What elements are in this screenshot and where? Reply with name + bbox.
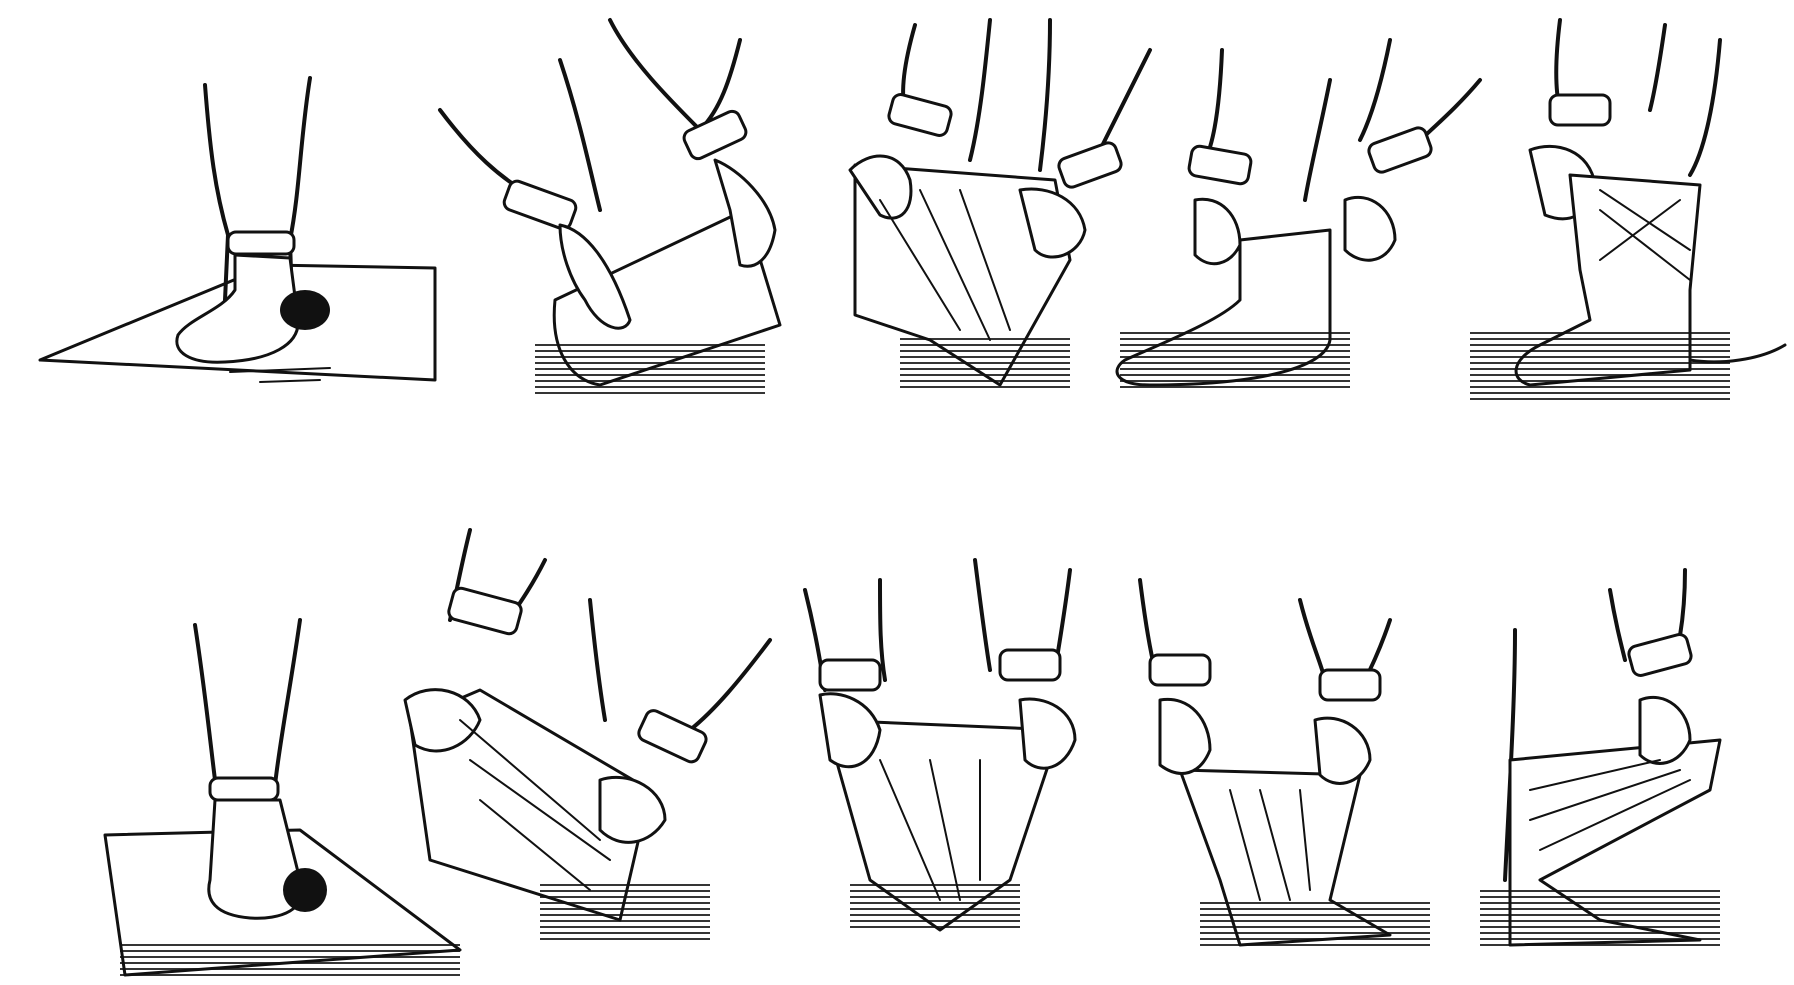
row1-step5-tuck-end: [1470, 20, 1785, 400]
row1-step4-wrap-instep: [1117, 40, 1480, 390]
row2-step1-foot-on-cloth: [105, 620, 460, 980]
row1-step1-foot-on-cloth: [40, 78, 435, 382]
row2-step5-pull-tight: [1480, 570, 1720, 950]
row2-step2-pull-side: [405, 530, 770, 940]
row2-step4-cross-ends: [1140, 580, 1430, 950]
row1-step2-lift-corner: [440, 20, 780, 395]
row2-step3-bundle-front: [805, 560, 1075, 930]
row1-step3-fold-over-toes: [850, 20, 1150, 390]
